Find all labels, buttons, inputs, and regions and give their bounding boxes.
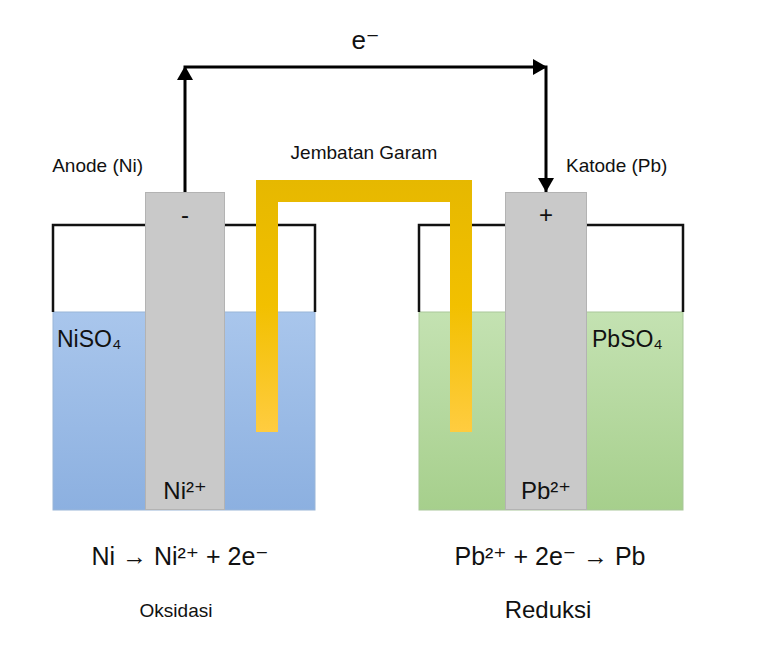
ion-label: Ni²⁺	[146, 477, 224, 505]
arrow-head	[533, 59, 547, 75]
wire-connector	[185, 67, 546, 192]
edge-label: e⁻	[348, 26, 382, 56]
ion-label: Pb²⁺	[506, 477, 586, 505]
solution-label: PbSO₄	[592, 326, 663, 352]
anode-electrode: Anode (Ni)-Ni²⁺	[145, 192, 225, 510]
process-label: Oksidasi	[140, 600, 213, 622]
cathode-electrode: Katode (Pb)+Pb²⁺	[505, 192, 587, 510]
solution-label: NiSO₄	[57, 326, 121, 352]
polarity-sign: +	[506, 201, 586, 229]
bridge-heading: Jembatan Garam	[291, 142, 438, 164]
arrow-head	[177, 66, 193, 80]
electrode-heading: Katode (Pb)	[566, 155, 667, 177]
salt-bridge-node: Jembatan Garam	[256, 180, 472, 432]
electron-flow	[177, 59, 554, 192]
process-label: Reduksi	[505, 596, 592, 624]
half-reaction: Pb²⁺ + 2e⁻ → Pb	[454, 542, 645, 571]
half-reaction: Ni → Ni²⁺ + 2e⁻	[91, 542, 268, 571]
electrode-heading: Anode (Ni)	[52, 155, 143, 177]
polarity-sign: -	[146, 201, 224, 229]
arrow-head	[538, 178, 554, 192]
salt-bridge	[267, 191, 461, 432]
